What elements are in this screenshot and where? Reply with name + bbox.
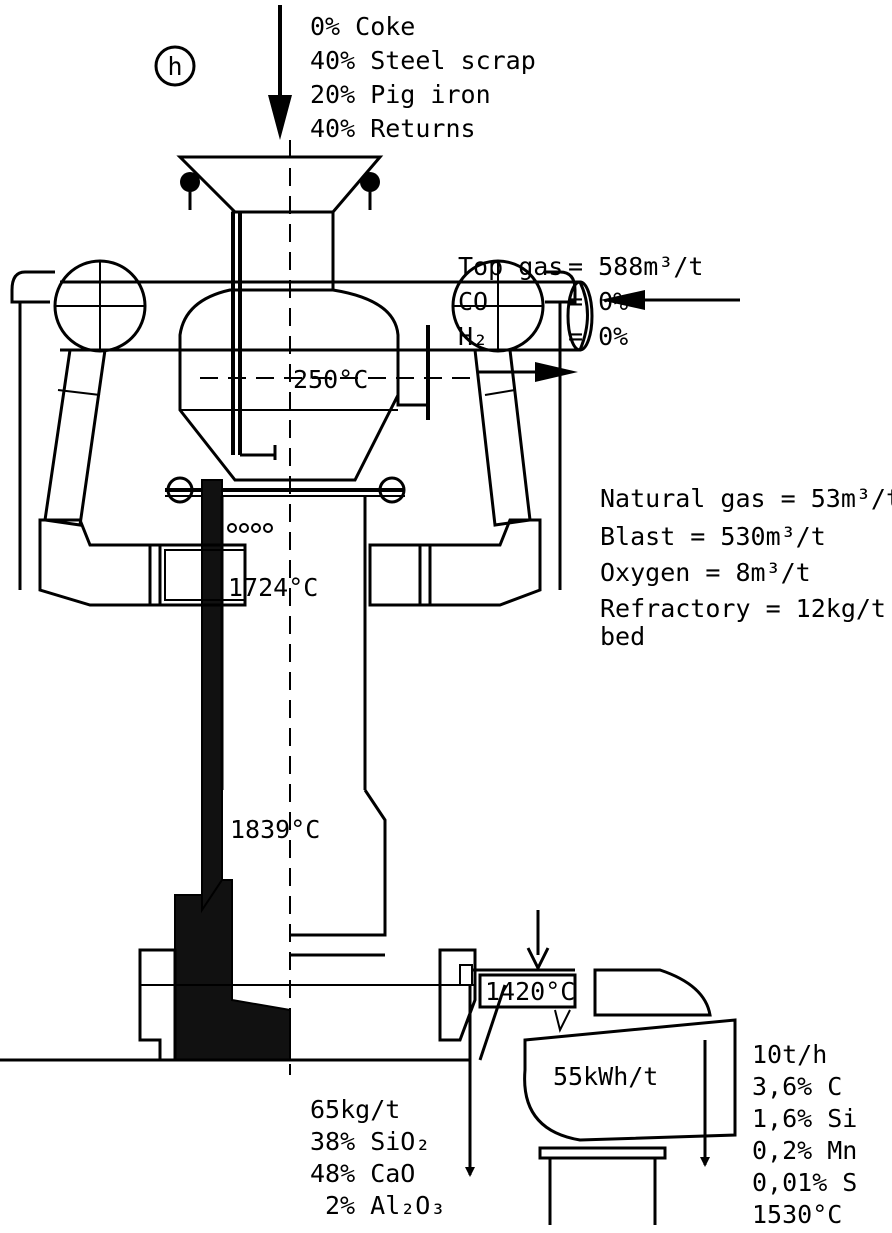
bed-input-arrow <box>600 290 740 310</box>
iron-output-info: 10t/h 3,6% C 1,6% Si 0,2% Mn 0,01% S 153… <box>752 1040 857 1229</box>
temperature-labels: 250°C 1724°C 1839°C 1420°C <box>228 365 575 1006</box>
charge-returns: 40% Returns <box>310 114 476 143</box>
top-gas-arrow <box>478 362 578 382</box>
temp-shaft: 1724°C <box>228 573 318 602</box>
iron-c: 3,6% C <box>752 1072 842 1101</box>
top-gas-label: Top gas <box>458 252 563 281</box>
input-bed: bed <box>600 622 645 651</box>
iron-rate: 10t/h <box>752 1040 827 1069</box>
hearth-base <box>0 948 477 1062</box>
charge-list: 0% Coke 40% Steel scrap 20% Pig iron 40%… <box>310 12 536 143</box>
input-oxygen: Oxygen = 8m³/t <box>600 558 811 587</box>
iron-s: 0,01% S <box>752 1168 857 1197</box>
panel-label-text: h <box>167 52 182 81</box>
slag-sio2: 38% SiO₂ <box>310 1127 430 1156</box>
iron-mn: 0,2% Mn <box>752 1136 857 1165</box>
charge-coke: 0% Coke <box>310 12 415 41</box>
furnace-shaft <box>165 140 406 1075</box>
forehearth <box>459 910 577 1177</box>
co-label: CO <box>458 287 488 316</box>
iron-si: 1,6% Si <box>752 1104 857 1133</box>
panel-label: h <box>154 45 196 87</box>
tuyeres <box>38 518 542 607</box>
holding-furnace <box>523 968 737 1225</box>
iron-temp: 1530°C <box>752 1200 842 1229</box>
charge-steel-scrap: 40% Steel scrap <box>310 46 536 75</box>
top-gas-value: = 588m³/t <box>568 252 703 281</box>
bustle-pipe <box>10 259 594 590</box>
top-gas-info: Top gas = 588m³/t CO = 0% H₂ = 0% <box>458 252 703 351</box>
h2-label: H₂ <box>458 322 488 351</box>
charge-pig-iron: 20% Pig iron <box>310 80 491 109</box>
input-blast: Blast = 530m³/t <box>600 522 826 551</box>
input-natural-gas: Natural gas = 53m³/t <box>600 484 892 513</box>
h2-value: = 0% <box>568 322 628 351</box>
charging-tube <box>231 210 335 460</box>
slag-amount: 65kg/t <box>310 1095 400 1124</box>
temp-forehearth: 1420°C <box>485 977 575 1006</box>
co-value: = 0% <box>568 287 628 316</box>
temp-top: 250°C <box>293 365 368 394</box>
holding-furnace-energy: 55kWh/t <box>553 1062 658 1091</box>
temp-tuyere: 1839°C <box>230 815 320 844</box>
slag-info: 65kg/t 38% SiO₂ 48% CaO 2% Al₂O₃ <box>310 1095 445 1220</box>
input-list: Natural gas = 53m³/t Blast = 530m³/t Oxy… <box>600 484 892 651</box>
charge-arrow <box>268 5 292 140</box>
slag-cao: 48% CaO <box>310 1159 415 1188</box>
slag-al2o3: 2% Al₂O₃ <box>325 1191 445 1220</box>
input-refractory: Refractory = 12kg/t <box>600 594 886 623</box>
charging-hopper <box>176 155 384 214</box>
downcomers <box>43 349 532 527</box>
